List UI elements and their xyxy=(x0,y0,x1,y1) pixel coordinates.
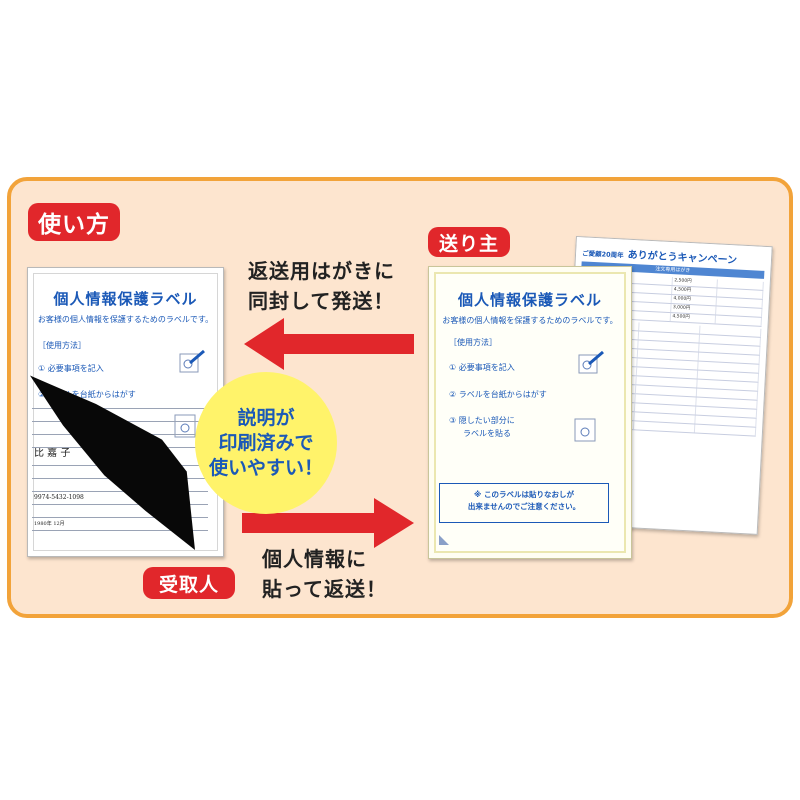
notice-line-1: ※ このラベルは貼りなおしが xyxy=(474,490,574,499)
bottom-caption-line2: 貼って返送！ xyxy=(262,577,387,601)
recipient-tag: 受取人 xyxy=(143,567,235,599)
privacy-label-frame xyxy=(434,272,626,553)
step-2: ② ラベルを台紙からはがす xyxy=(449,390,547,399)
peel-label-icon xyxy=(574,418,596,442)
recipient-form-card: 個人情報保護ラベル お客様の個人情報を保護するためのラベルです。 ［使用方法］ … xyxy=(27,267,224,557)
left-step-1: ① 必要事項を記入 xyxy=(38,364,104,373)
form-row: 9974-5432-1098 xyxy=(32,492,208,505)
step-3-line1: ③ 隠したい部分に xyxy=(449,416,515,425)
bubble-line2: 印刷済みで xyxy=(218,431,314,454)
arrow-left-icon xyxy=(244,318,414,370)
campaign-grid-cell: 4,500円 xyxy=(670,313,717,324)
step-3-line2: ラベルを貼る xyxy=(463,429,511,438)
top-caption-line1: 返送用はがきに xyxy=(248,259,395,283)
form-birth-value: 1980年 12月 xyxy=(34,521,65,527)
form-row xyxy=(32,479,208,492)
sender-tag: 送り主 xyxy=(428,227,510,257)
bubble-line1: 説明が xyxy=(237,406,295,429)
notice-line-2: 出来ませんのでご注意ください。 xyxy=(467,502,581,511)
form-name-value: 比 嘉 子 xyxy=(34,448,71,459)
usage-tag: 使い方 xyxy=(28,203,120,241)
form-row xyxy=(32,396,208,409)
privacy-label-card: 個人情報保護ラベル お客様の個人情報を保護するためのラベルです。 ［使用方法］ … xyxy=(428,266,632,559)
feature-bubble: 説明が 印刷済みで 使いやすい！ xyxy=(195,372,337,514)
label-subtitle: お客様の個人情報を保護するためのラベルです。 xyxy=(442,316,618,325)
peel-label-icon xyxy=(174,414,196,438)
arrow-right-icon xyxy=(242,498,414,548)
label-title: 個人情報保護ラベル xyxy=(457,291,602,309)
form-card-number-value: 9974-5432-1098 xyxy=(34,494,84,501)
left-step-2: ② ラベルを台紙からはがす xyxy=(38,390,136,399)
bubble-line3: 使いやすい！ xyxy=(208,456,323,479)
campaign-title: ありがとうキャンペーン xyxy=(627,249,738,267)
top-caption: 返送用はがきに 同封して発送！ xyxy=(248,256,395,316)
campaign-prefix: ご愛顧20周年 xyxy=(581,249,624,260)
pen-write-icon xyxy=(179,349,205,373)
form-row: 1980年 12月 xyxy=(32,518,208,531)
notice-box: ※ このラベルは貼りなおしが 出来ませんのでご注意ください。 xyxy=(439,483,609,523)
bottom-caption: 個人情報に 貼って返送！ xyxy=(262,544,387,604)
form-row xyxy=(32,505,208,518)
left-label-subtitle: お客様の個人情報を保護するためのラベルです。 xyxy=(37,315,214,324)
step-1: ① 必要事項を記入 xyxy=(449,363,515,372)
left-usage-section: ［使用方法］ xyxy=(38,341,86,350)
corner-mark-icon xyxy=(439,535,449,545)
pen-write-icon xyxy=(578,350,604,374)
usage-section: ［使用方法］ xyxy=(449,338,497,347)
campaign-grid-cell xyxy=(715,315,762,326)
top-caption-line2: 同封して発送！ xyxy=(248,289,395,313)
bottom-caption-line1: 個人情報に xyxy=(262,547,367,571)
left-label-title: 個人情報保護ラベル xyxy=(53,290,198,308)
